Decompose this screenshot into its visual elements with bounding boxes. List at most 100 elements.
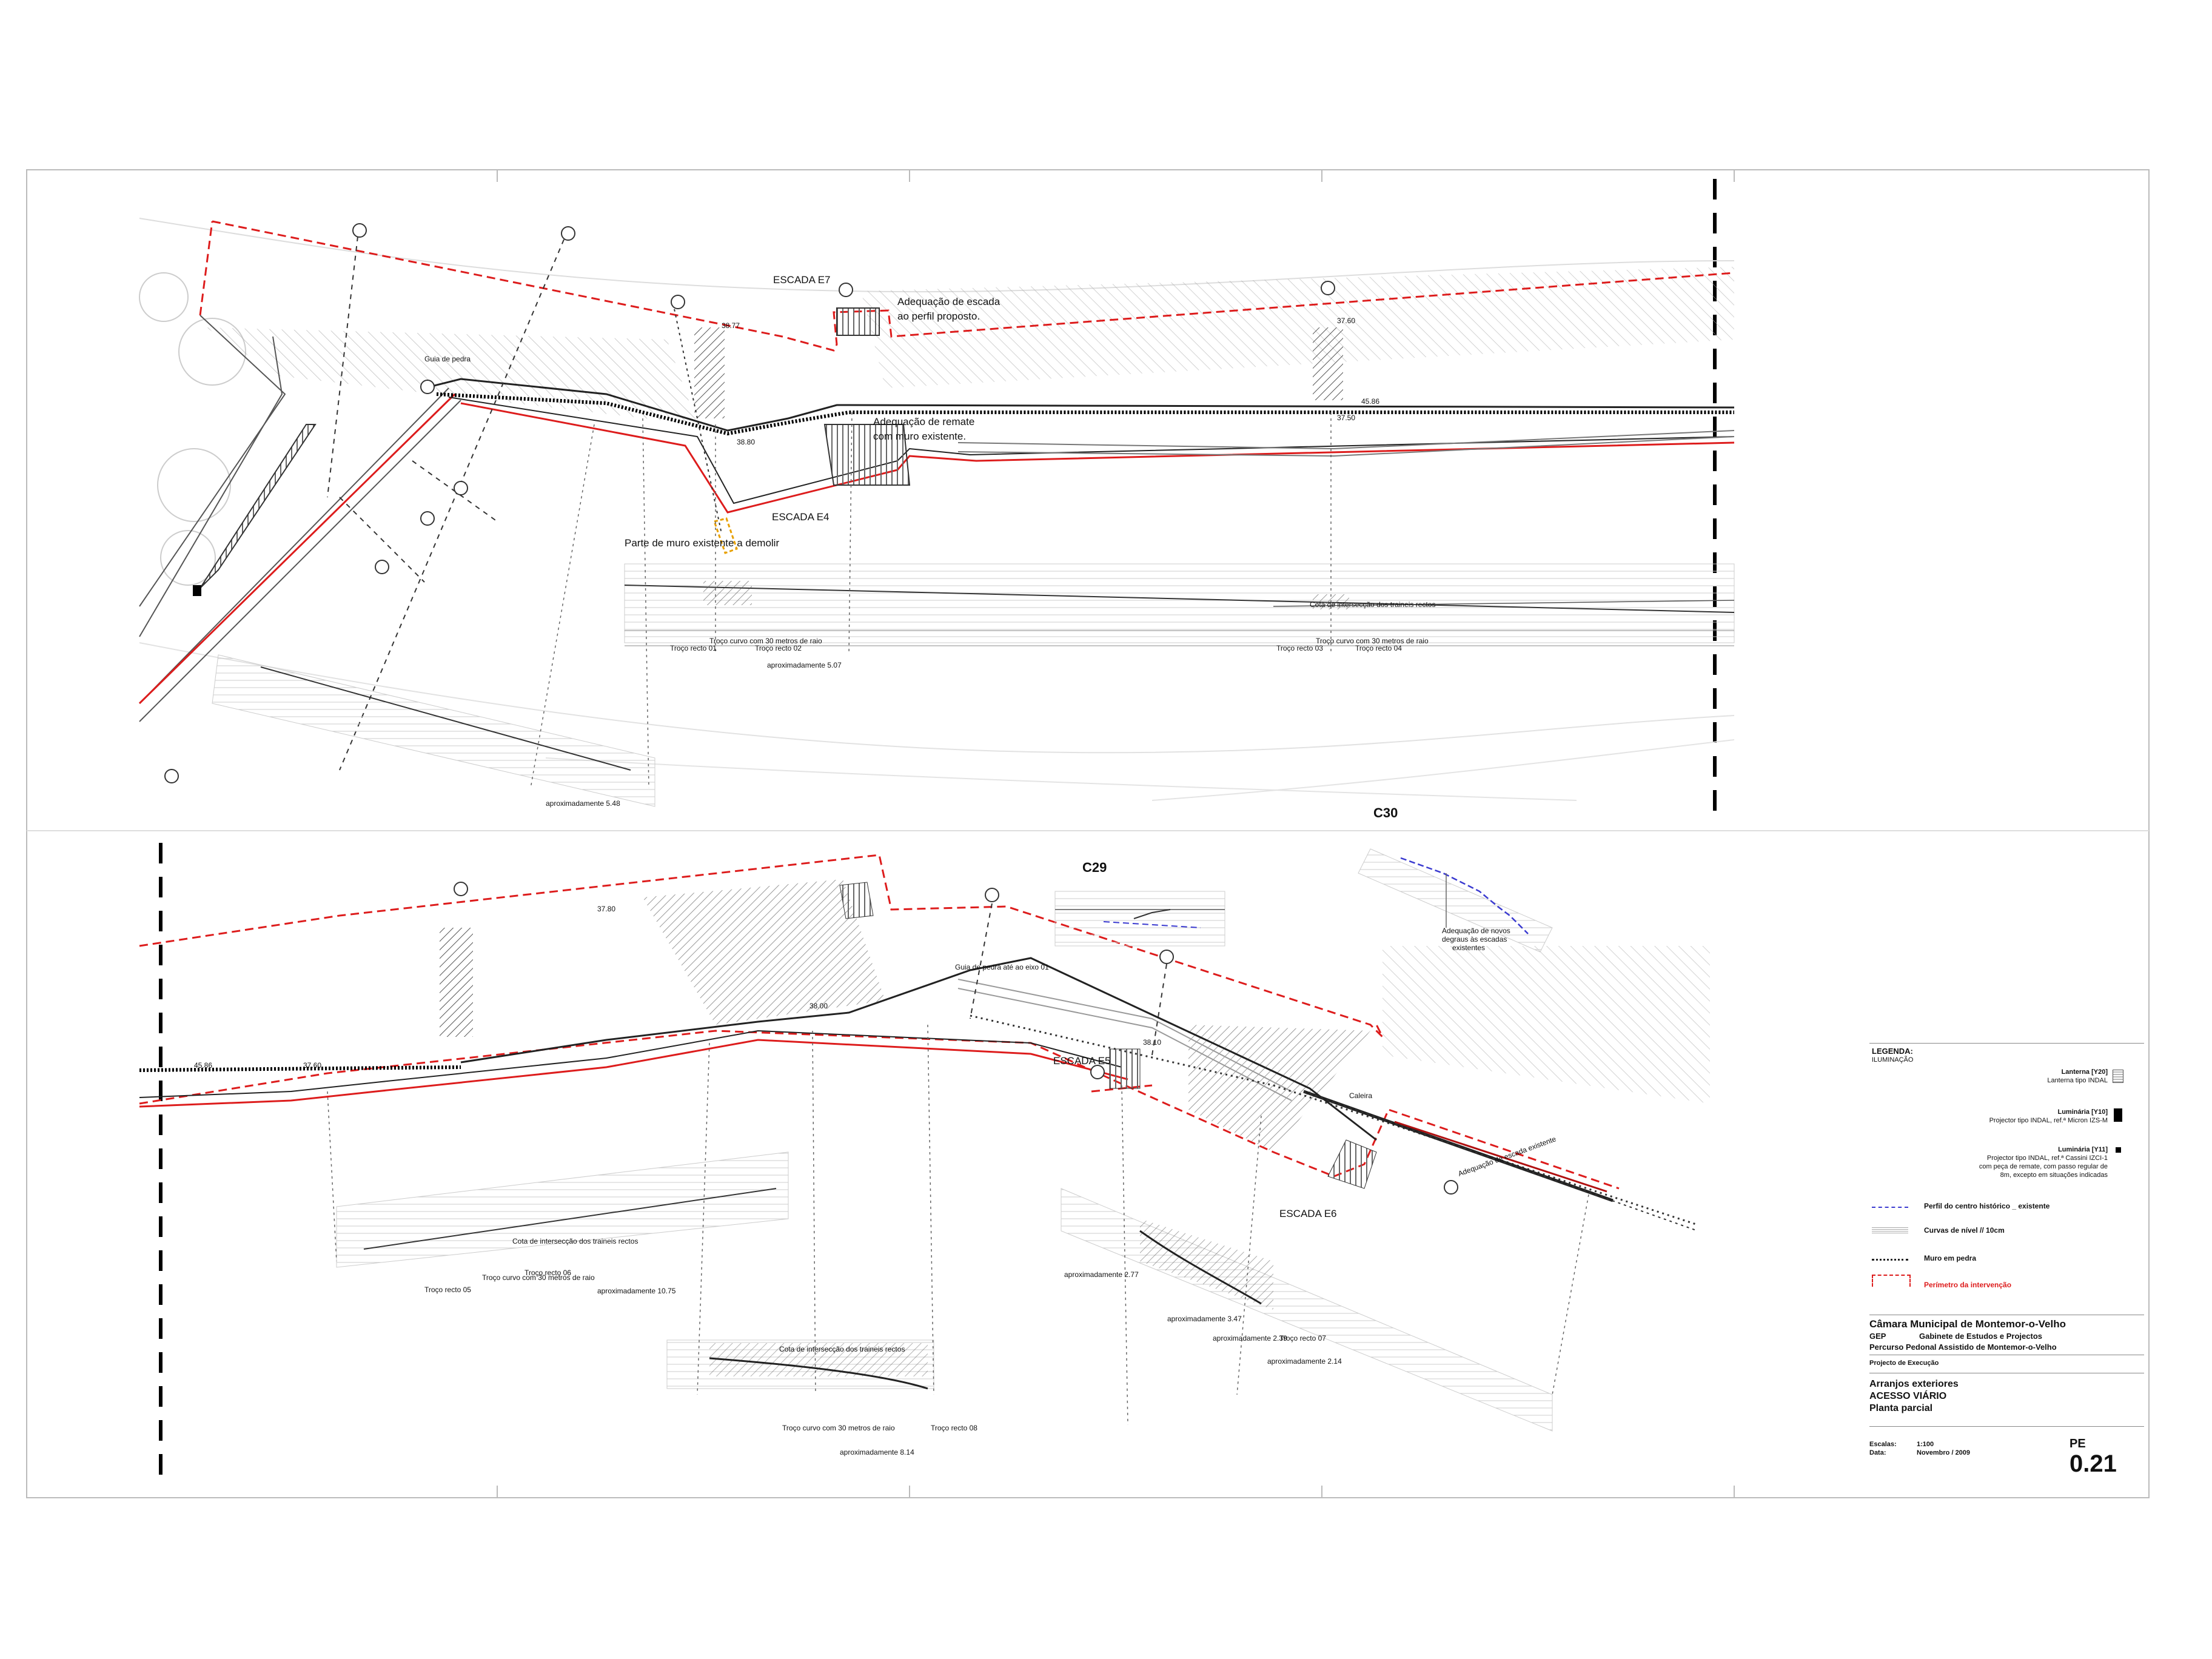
contour-lines (139, 642, 1735, 754)
profile-line (1139, 1230, 1262, 1305)
legend-item3-title: Luminária [Y11] (2058, 1146, 2108, 1153)
label-parte-muro: Parte de muro existente a demolir (625, 537, 780, 549)
title-gabinete: Gabinete de Estudos e Projectos (1919, 1332, 2042, 1341)
axis-markers (164, 223, 1335, 783)
path-inner-line (957, 988, 1292, 1101)
label-troco: Troço curvo com 30 metros de raio (482, 1273, 595, 1282)
slope-hatch-area (643, 879, 885, 1025)
label-troco: Troço curvo com 30 metros de raio (709, 637, 822, 645)
lanterna-icon (2113, 1070, 2123, 1083)
stairs-e5 (1109, 1048, 1141, 1089)
label-troco: Troço recto 08 (931, 1424, 977, 1432)
title-acesso: ACESSO VIÁRIO (1869, 1391, 1947, 1401)
label-level: 37.80 (597, 905, 616, 913)
stairs-e4 (823, 424, 911, 486)
stone-wall-dotted (436, 392, 1734, 436)
label-level: 37.60 (303, 1061, 322, 1070)
intervention-perimeter (138, 393, 456, 705)
section-c29 (1054, 891, 1225, 947)
path-edge-upper (460, 957, 1377, 1141)
label-troco: Troço curvo com 30 metros de raio (1316, 637, 1429, 645)
legend-perfil: Perfil do centro histórico _ existente (1924, 1202, 2050, 1210)
label-guia: Guia de pedra (424, 355, 471, 363)
legend-item1-desc: Lanterna tipo INDAL (2047, 1077, 2108, 1084)
label-aproximadamente: aproximadamente 3.47 (1167, 1315, 1242, 1323)
ramp-hatch (440, 928, 473, 1037)
intervention-perimeter (139, 854, 1384, 1038)
legend-item2-desc: Projector tipo INDAL, ref.ª Micron IZS-M (1989, 1117, 2108, 1124)
ramp-hatch (1313, 327, 1343, 400)
luminaria-y11-icon (2116, 1147, 2121, 1153)
profile-line (624, 585, 1735, 613)
label-caleira: Caleira (1349, 1091, 1373, 1100)
title-gep: GEP (1869, 1332, 1886, 1341)
label-cota: Cota de intersecção dos traineis rectos (1310, 600, 1436, 609)
intervention-perimeter (139, 1039, 1128, 1108)
title-percurso: Percurso Pedonal Assistido de Montemor-o… (1869, 1342, 2057, 1352)
intervention-perimeter (199, 221, 213, 316)
profile-line (709, 1357, 928, 1390)
label-level: 38.00 (809, 1002, 828, 1010)
bottom-plan (139, 848, 1710, 1432)
title-data-value: Novembro / 2009 (1917, 1449, 1971, 1456)
contour-lines (545, 757, 1577, 801)
label-cota: Cota de intersecção dos traineis rectos (779, 1345, 905, 1353)
profile-band-skewed (1061, 1188, 1553, 1432)
path-edge-upper (424, 378, 1735, 432)
intervention-perimeter (139, 1030, 1620, 1190)
demolition-wall (713, 517, 738, 554)
profile-band-skewed (336, 1151, 789, 1268)
profile-band-skewed (212, 654, 655, 807)
legend-item1-title: Lanterna [Y20] (2061, 1068, 2108, 1076)
profile-band (624, 563, 1735, 643)
profile-line (1273, 600, 1735, 607)
axis-line (672, 303, 722, 534)
title-sheet-number: 0.21 (2070, 1450, 2117, 1477)
legend-curvas: Curvas de nível // 10cm (1924, 1226, 2005, 1235)
road-edge (139, 387, 449, 704)
legend-item2-title: Luminária [Y10] (2057, 1108, 2108, 1116)
label-level: 38.10 (1143, 1038, 1162, 1047)
road-edge (139, 400, 461, 722)
axis-markers (454, 882, 1458, 1195)
path-inner-line (957, 436, 1735, 457)
light-fixture-marker (193, 585, 201, 596)
label-troco: Troço recto 03 (1276, 644, 1323, 652)
stairs-e6 (1327, 1139, 1377, 1189)
label-aproximadamente: aproximadamente 5.07 (767, 661, 842, 669)
legend-item3-desc: 8m, excepto em situações indicadas (2000, 1171, 2108, 1179)
label-adequacao-remate-1: Adequação de remate (873, 416, 975, 427)
leader-lines (327, 1024, 1589, 1426)
label-level: 37.60 (1337, 317, 1356, 325)
path-inner-line (957, 430, 1735, 450)
title-escalas-value: 1:100 (1917, 1441, 1934, 1448)
title-camara: Câmara Municipal de Montemor-o-Velho (1869, 1318, 2066, 1330)
tree-symbols (139, 272, 246, 586)
label-adequacao-escada-1: Adequação de escada (897, 296, 1000, 307)
label-troco: Troço recto 05 (424, 1285, 471, 1294)
muro-legend-swatch (1872, 1259, 1908, 1261)
profile-line (260, 666, 631, 771)
label-aproximadamente: aproximadamente 5.48 (546, 799, 620, 808)
slope-hatch-area (206, 327, 697, 424)
legend-title-block: LEGENDA: ILUMINAÇÃO Lanterna [Y20] Lante… (1869, 1043, 2144, 1499)
label-level: 38.77 (722, 321, 740, 330)
profile-hatch (1140, 1219, 1273, 1310)
label-troco: Troço curvo com 30 metros de raio (782, 1424, 895, 1432)
section-c30 (1358, 848, 1553, 953)
profile-hatch (703, 581, 752, 605)
stairs-e8 (839, 882, 874, 919)
label-level: 37.50 (1337, 414, 1356, 422)
slope-hatch-area (1188, 1025, 1370, 1152)
label-escada-e5: ESCADA E5 (1053, 1055, 1111, 1067)
stone-wall-dotted (970, 1014, 1698, 1226)
sheet-border (26, 169, 2150, 1498)
label-level: 45.86 (194, 1061, 213, 1070)
label-adequacao-novos: Adequação de novos (1442, 927, 1510, 935)
axis-line (339, 497, 425, 583)
legend-muro: Muro em pedra (1924, 1254, 1977, 1262)
wall-thick-red (1394, 1121, 1607, 1193)
stairs-e7 (836, 307, 880, 336)
profile-hatch (709, 1343, 928, 1376)
label-aproximadamente: aproximadamente 8.14 (840, 1448, 914, 1456)
